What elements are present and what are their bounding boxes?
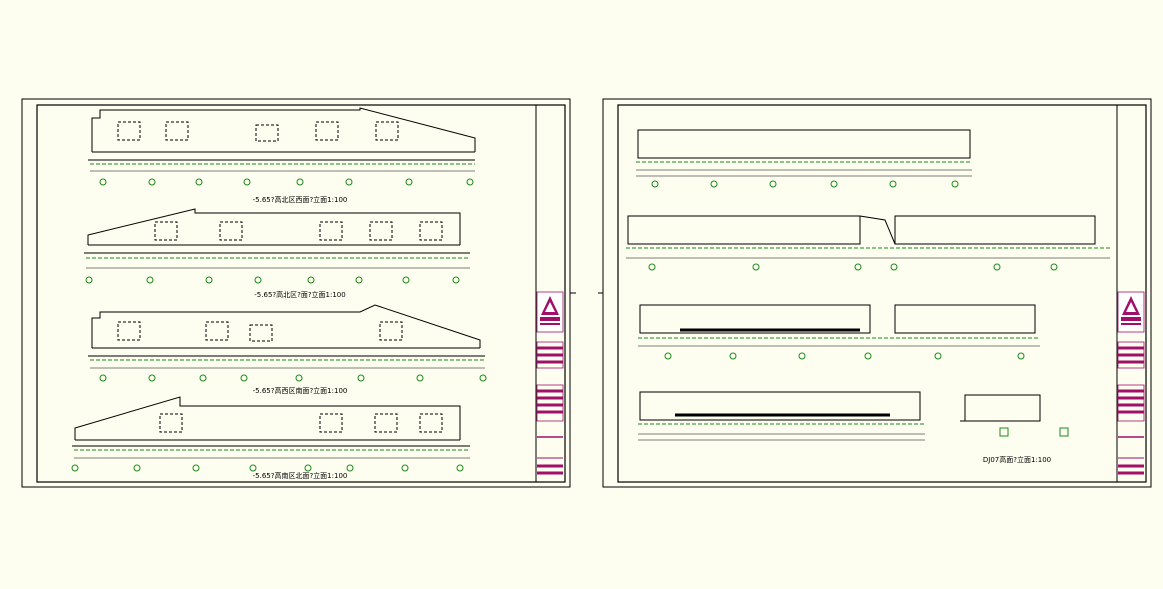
title-block-left	[536, 291, 564, 475]
elevation-3	[88, 304, 487, 382]
elevation-7	[638, 304, 1040, 360]
sheet-right: DJ07高面?立面1:100	[598, 98, 1152, 488]
caption-elevation-1: -5.65?高北区西面?立面1:100	[253, 195, 348, 204]
elevation-2	[84, 208, 470, 284]
elevation-4	[71, 396, 470, 472]
elevation-5	[636, 129, 972, 188]
company-logo-icon	[1121, 296, 1141, 325]
caption-elevation-2: -5.65?高北区?面?立面1:100	[254, 290, 345, 299]
elevation-6	[626, 215, 1110, 271]
elevation-8	[638, 391, 925, 441]
title-block-right	[1117, 291, 1145, 475]
company-logo-icon	[540, 296, 560, 325]
caption-elevation-9: DJ07高面?立面1:100	[983, 455, 1051, 464]
caption-elevation-4: -5.65?高南区北面?立面1:100	[253, 471, 348, 480]
sheet-left: -5.65?高北区西面?立面1:100 -5.65?高北区?面?立面1:100	[21, 98, 576, 488]
elevation-1	[88, 107, 476, 186]
elevation-9	[960, 394, 1069, 437]
caption-elevation-3: -5.65?高西区南面?立面1:100	[253, 386, 348, 395]
